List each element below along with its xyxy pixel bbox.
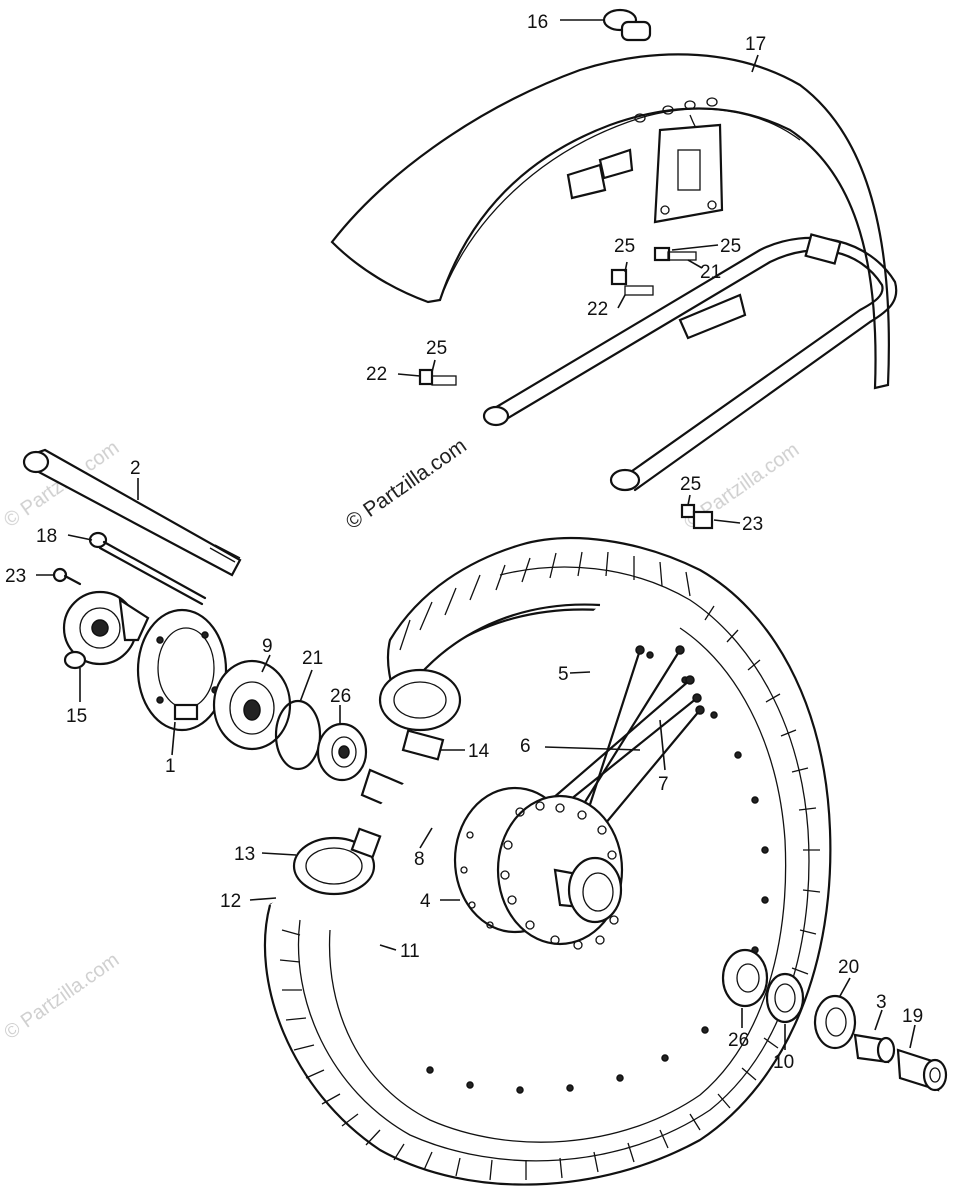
callout-14: 14 <box>468 741 490 762</box>
callout-4: 4 <box>420 891 431 912</box>
front-axle <box>22 448 242 577</box>
callout-11: 11 <box>400 941 420 962</box>
dust-seal <box>765 972 805 1024</box>
callout-3: 3 <box>876 992 887 1013</box>
callout-13: 13 <box>234 844 255 865</box>
fender-holes <box>634 97 718 123</box>
callout-1: 1 <box>165 756 176 777</box>
callout-25-d: 25 <box>680 474 701 495</box>
hub-spoke-holes <box>460 801 619 950</box>
brake-shoe <box>212 659 292 751</box>
callout-18: 18 <box>36 526 57 547</box>
callout-10: 10 <box>773 1052 794 1073</box>
callout-23-b: 23 <box>742 514 763 535</box>
inner-tube-end <box>292 836 376 896</box>
callout-9: 9 <box>262 636 273 657</box>
wheel-bearing-left <box>316 722 368 782</box>
callout-8: 8 <box>414 849 425 870</box>
watermark-bottom-left: © Partzilla.com <box>0 949 123 1044</box>
callout-26-a: 26 <box>330 686 351 707</box>
callout-labels: 16 17 25 25 21 22 25 22 2 25 23 18 23 9 … <box>5 12 923 1073</box>
callout-24: 23 <box>5 566 26 587</box>
wheel-hub <box>453 786 624 950</box>
callout-7: 7 <box>658 774 669 795</box>
oil-seal <box>813 994 857 1050</box>
callout-5: 5 <box>558 664 569 685</box>
rim-holes <box>426 651 769 1094</box>
o-ring <box>274 699 322 771</box>
callout-22-a: 21 <box>700 262 721 283</box>
inner-tube-upper <box>378 668 462 732</box>
right-side-parts <box>721 948 948 1092</box>
callout-15: 15 <box>66 706 87 727</box>
callout-17: 17 <box>745 34 766 55</box>
speedometer-gearbox <box>62 590 150 670</box>
callout-25-b: 25 <box>720 236 741 257</box>
front-fender <box>330 53 890 390</box>
callout-23-a: 22 <box>366 364 387 385</box>
wheel-bearing-right <box>721 948 769 1008</box>
leader-lines <box>36 19 916 1050</box>
callout-6: 6 <box>520 736 531 757</box>
small-screw <box>52 567 82 586</box>
callout-22-b: 22 <box>587 299 608 320</box>
callout-12: 12 <box>220 891 241 912</box>
callout-20: 20 <box>838 957 859 978</box>
callout-19: 19 <box>902 1006 923 1027</box>
callout-26-b: 26 <box>728 1030 749 1051</box>
watermark-main: © Partzilla.com <box>342 434 471 534</box>
brake-panel <box>136 608 228 732</box>
fender-stay <box>482 233 898 492</box>
callout-25-c: 25 <box>426 338 447 359</box>
spokes <box>543 645 705 832</box>
rim-band-tab <box>401 729 445 761</box>
callout-21: 21 <box>302 648 323 669</box>
callout-25-a: 25 <box>614 236 635 257</box>
callout-16: 16 <box>527 12 548 33</box>
callout-2: 2 <box>130 458 141 479</box>
